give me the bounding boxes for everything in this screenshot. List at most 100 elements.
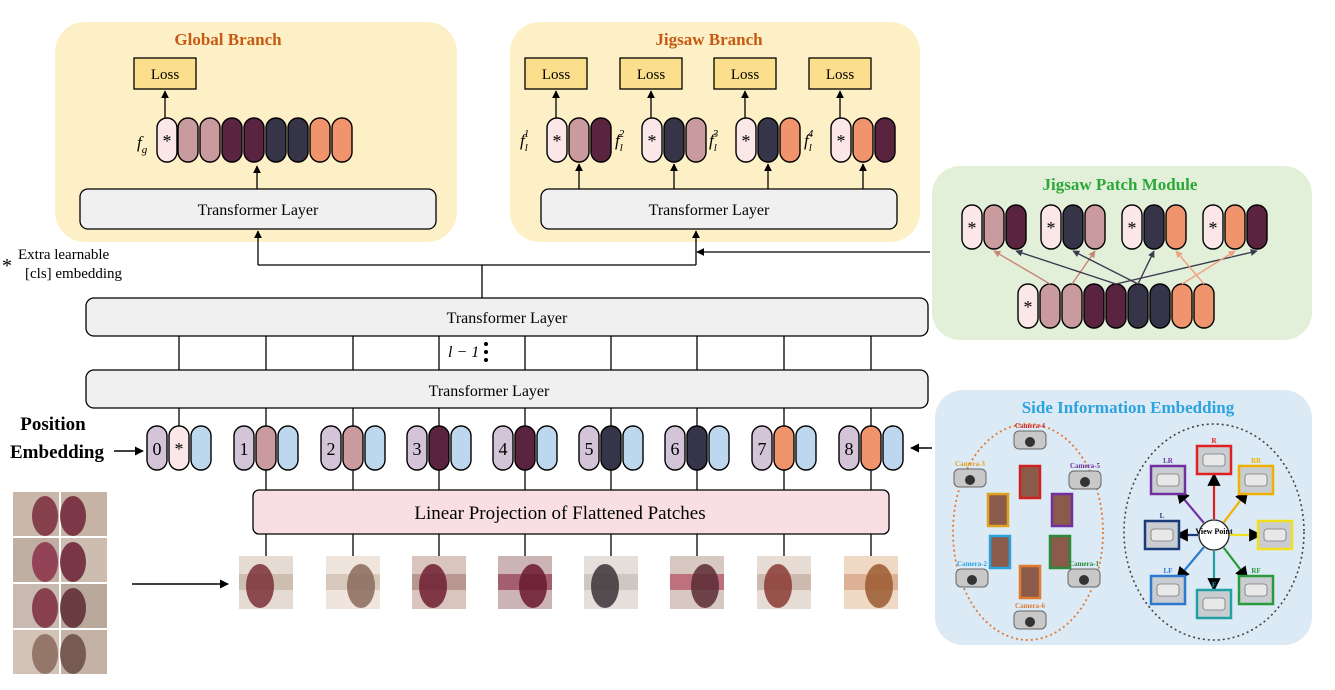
- embedding-group-5: 5: [578, 425, 644, 471]
- jpm-shuffle-line: [1175, 250, 1205, 285]
- position-token-label: 0: [153, 439, 162, 459]
- jpm-patch-token: [1005, 204, 1027, 250]
- side-information-embedding: Side Information Embedding Camera-4Camer…: [935, 390, 1312, 645]
- position-token-label: 6: [671, 439, 680, 459]
- camera-label: Camera-3: [955, 460, 985, 468]
- jpm-patch-token: [983, 204, 1005, 250]
- embedding-group-3: 3: [406, 425, 472, 471]
- position-token-label: 5: [585, 439, 594, 459]
- viewpoint-label: LR: [1163, 457, 1174, 465]
- global-patch-token: [177, 117, 199, 163]
- image-patch-3: [412, 556, 466, 609]
- side-info-token: [708, 425, 730, 471]
- jpm-shuffle-line: [1072, 250, 1139, 285]
- camera-sample-image: [986, 492, 1010, 528]
- jigsaw-transformer-label: Transformer Layer: [649, 202, 770, 219]
- global-patch-token: [243, 117, 265, 163]
- camera-label: Camera-1: [1069, 560, 1099, 568]
- global-patch-token: [221, 117, 243, 163]
- jigsaw-patch-token: [568, 117, 590, 163]
- patch-token: [860, 425, 882, 471]
- jpm-patch-token: [1084, 204, 1106, 250]
- viewpoint-label: LF: [1164, 567, 1173, 575]
- position-token: [578, 425, 600, 471]
- input-image-patch: [13, 630, 59, 674]
- jigsaw-patch-module: Jigsaw Patch Module *****: [932, 166, 1312, 340]
- viewpoint-arrow: [1176, 546, 1205, 581]
- bottom-transformer-label: Transformer Layer: [429, 383, 550, 400]
- jpm-source-token: [1039, 283, 1061, 329]
- global-cls-token: [156, 117, 178, 163]
- embedding-group-2: 2: [320, 425, 386, 471]
- jpm-patch-token: [1165, 204, 1187, 250]
- jpm-shuffle-line: [993, 250, 1051, 285]
- patch-token: [686, 425, 708, 471]
- global-transformer-layer: [79, 188, 437, 230]
- top-transformer-layer: [85, 297, 929, 337]
- legend-star: *: [2, 255, 12, 277]
- jigsaw-cls-token-label: *: [648, 131, 657, 151]
- camera-5: Camera-1: [1067, 560, 1101, 588]
- jpm-shuffle-line: [1071, 250, 1096, 285]
- jpm-cls-token: [961, 204, 983, 250]
- viewpoint-center: [1198, 519, 1230, 551]
- jigsaw-patch-token: [874, 117, 896, 163]
- jigsaw-patch-token: [852, 117, 874, 163]
- side-info-token: [277, 425, 299, 471]
- image-patch-4: [498, 556, 552, 609]
- embedding-group-0: 0*: [146, 425, 212, 471]
- depth-label: l − 1: [448, 344, 479, 361]
- jpm-patch-token: [1224, 204, 1246, 250]
- jigsaw-branch-title: Jigsaw Branch: [655, 30, 763, 49]
- jigsaw-patch-token: [757, 117, 779, 163]
- global-loss-box: [133, 57, 197, 90]
- viewpoint-arrow: [1222, 547, 1249, 580]
- jpm-source-token: [1083, 283, 1105, 329]
- legend-line1: Extra learnable: [18, 247, 110, 263]
- jigsaw-patch-token: [590, 117, 612, 163]
- jpm-shuffle-line: [1015, 249, 1117, 285]
- input-image-patch: [13, 584, 59, 628]
- jigsaw-patch-token: [685, 117, 707, 163]
- cls-token-label: *: [175, 439, 184, 459]
- camera-label: Camera-2: [957, 560, 987, 568]
- jigsaw-patch-token: [779, 117, 801, 163]
- jpm-patch-token: [1062, 204, 1084, 250]
- input-image-patch: [60, 630, 107, 674]
- global-feature-label: fg: [137, 133, 148, 156]
- position-token: [146, 425, 168, 471]
- viewpoint-label: F: [1212, 581, 1216, 589]
- jpm-patch-token: [1143, 204, 1165, 250]
- jigsaw-cls-token: [546, 117, 568, 163]
- jpm-cls-token-label: *: [1047, 218, 1056, 238]
- jigsaw-cls-token: [735, 117, 757, 163]
- jigsaw-branch: Jigsaw Branch Lossfl1*Lossfl2*Lossfl3*Lo…: [510, 22, 920, 242]
- position-token: [233, 425, 255, 471]
- camera-1: Camera-4: [1013, 422, 1047, 450]
- embedding-group-4: 4: [492, 425, 558, 471]
- input-image-patch: [60, 584, 107, 628]
- global-feature-tokens: *: [156, 117, 353, 163]
- embedding-group-1: 1: [233, 425, 299, 471]
- jpm-source-token: [1171, 283, 1193, 329]
- jpm-source-token: [1127, 283, 1149, 329]
- camera-label: Camera-5: [1070, 462, 1100, 470]
- global-patch-token: [265, 117, 287, 163]
- position-token-label: 8: [845, 439, 854, 459]
- side-info-token: [450, 425, 472, 471]
- image-patches: [239, 556, 898, 609]
- viewpoint-label: R: [1211, 437, 1217, 445]
- position-embedding-line2: Embedding: [10, 442, 104, 463]
- jigsaw-loss-label: Loss: [637, 67, 666, 83]
- jigsaw-loss-label: Loss: [542, 67, 571, 83]
- side-info-token: [364, 425, 386, 471]
- image-patch-6: [670, 556, 724, 609]
- jigsaw-loss-box: [713, 57, 777, 90]
- input-image-patch: [13, 492, 59, 536]
- side-info-token: [190, 425, 212, 471]
- viewpoint-center-label: View Point: [1195, 527, 1233, 536]
- viewpoint-label: RF: [1251, 567, 1260, 575]
- camera-label: Camera-6: [1015, 602, 1045, 610]
- patch-token: [342, 425, 364, 471]
